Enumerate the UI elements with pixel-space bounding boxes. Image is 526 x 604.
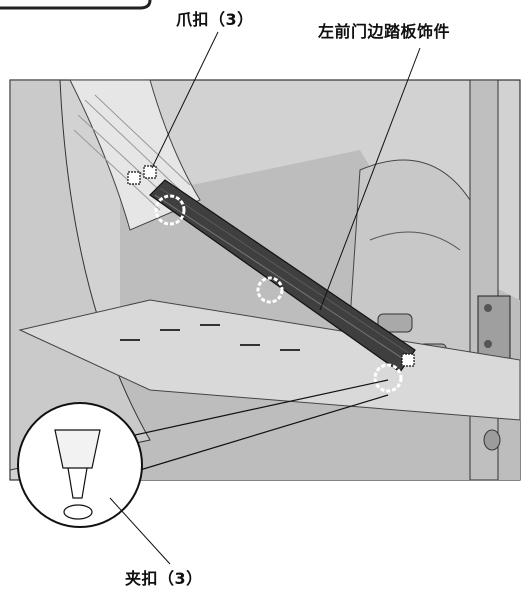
trim-highlight-2 xyxy=(159,187,411,355)
hinge-bolt-1 xyxy=(484,304,492,312)
clip-shank xyxy=(67,467,88,499)
clip-head xyxy=(54,429,101,469)
door-pillar xyxy=(469,79,499,481)
claw-clip-label: 爪扣（3） xyxy=(176,10,254,29)
leader-trim-part xyxy=(319,47,421,311)
frame-corner xyxy=(0,0,152,10)
hinge-bolt-2 xyxy=(484,340,492,348)
claw-clip-marker-2 xyxy=(143,165,157,179)
push-clip-marker-1 xyxy=(154,194,186,226)
leader-claw-clip xyxy=(151,31,219,169)
vehicle-illustration xyxy=(9,79,521,481)
body-plug xyxy=(483,429,501,451)
leader-push-clip xyxy=(109,497,171,565)
clip-detail-bubble xyxy=(17,379,389,528)
push-clip-marker-3 xyxy=(373,363,403,393)
trim-highlight-1 xyxy=(154,194,406,361)
claw-clip-marker-1 xyxy=(127,171,141,185)
claw-clip-marker-3 xyxy=(401,353,415,367)
door-hinge xyxy=(477,295,511,359)
sill-holes xyxy=(120,324,300,351)
door-sill-trim xyxy=(149,179,416,373)
kick-panel-texture xyxy=(73,94,191,211)
seat-control-button xyxy=(377,313,413,333)
push-clip-label: 夹扣（3） xyxy=(125,569,203,588)
mount-hole xyxy=(63,504,93,520)
trim-part-label: 左前门边踏板饰件 xyxy=(318,22,451,41)
push-clip-marker-2 xyxy=(256,276,284,304)
detail-projection-lines xyxy=(111,379,389,471)
seat-contour xyxy=(369,231,461,251)
